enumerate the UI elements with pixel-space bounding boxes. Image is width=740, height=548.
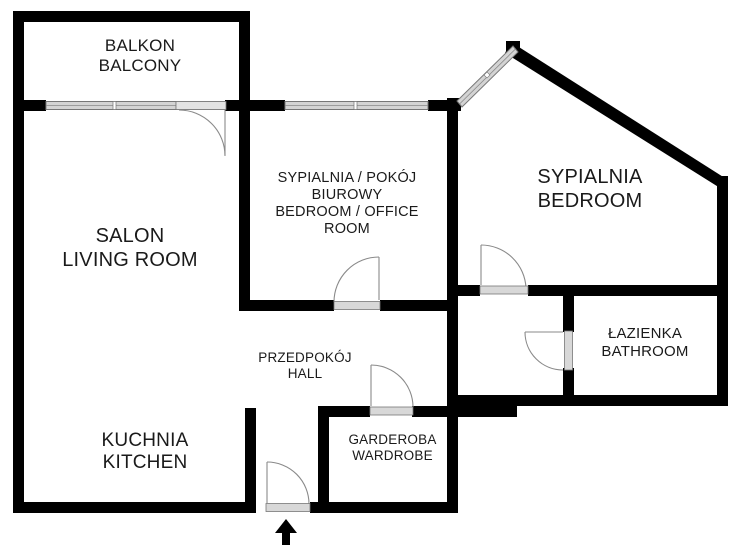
wall-bathroom-bottom [563,395,728,406]
wall-wardrobe-top-left [318,406,370,417]
wall-kitchen-right [245,408,256,513]
balcony-door [175,101,227,157]
entrance-door [265,461,311,512]
wall-wardrobe-left [318,406,329,513]
wall-balcony-bottom-left-stub [13,100,46,111]
wall-bathroom-left-lower [563,368,574,406]
doors-group [175,101,573,512]
wall-bedoffice-bottom-right [380,300,458,311]
entrance-arrow-icon [275,519,297,545]
bathroom-door [524,330,573,371]
wall-bedoffice-top-right-stub [428,100,458,111]
wall-exterior-bottom-right [310,502,458,513]
wall-bedoffice-right [447,100,458,295]
wall-exterior-bottom-left [13,502,256,513]
wall-wardrobe-right [447,406,458,513]
wall-exterior-right [717,176,728,396]
wall-bedroom-bottom-left-stub [458,285,480,296]
wall-bathroom-left [563,290,574,332]
wall-balcony-bottom-right-stub [225,100,285,111]
wall-bedoffice-bottom-left [239,300,334,311]
wall-angled-roof [505,42,728,193]
wall-wardrobe-top-right [412,406,517,417]
wardrobe-door [369,364,414,416]
bedoffice-door [333,256,381,310]
bedroom-door [479,244,529,295]
wall-exterior-left [13,11,24,513]
wall-hall-bottom-right [447,395,573,406]
wall-balcony-top [13,11,250,22]
walls-group [13,11,728,513]
bedoffice-window [284,101,429,110]
wall-bedroom-bottom-right [528,285,728,296]
bedroom-angled-window [456,45,519,108]
wall-hall-right-upper [447,285,458,405]
wall-balcony-right [239,11,250,311]
